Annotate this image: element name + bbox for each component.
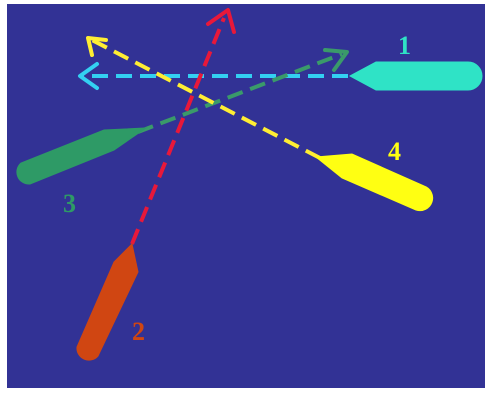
particle-3-label: 3 [63,189,76,218]
particle-1-label: 1 [398,31,411,60]
particle-2-label: 2 [132,317,145,346]
particle-1-body [350,62,482,90]
particle-4-label: 4 [388,137,401,166]
